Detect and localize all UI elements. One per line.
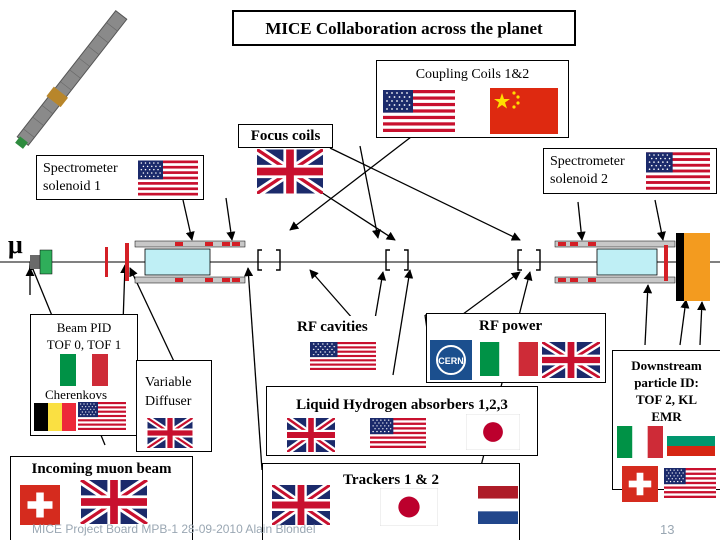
spectrometer-solenoid-2-schematic bbox=[554, 240, 676, 284]
cern-logo-icon: CERN bbox=[430, 340, 472, 380]
usa-flag-icon bbox=[646, 152, 710, 190]
usa-flag-icon bbox=[138, 160, 198, 196]
page-number: 13 bbox=[660, 522, 675, 537]
uk-flag-icon bbox=[542, 342, 600, 378]
usa-flag-icon bbox=[370, 418, 426, 448]
diagram-title-box: MICE Collaboration across the planet bbox=[232, 10, 576, 46]
usa-flag-icon bbox=[78, 402, 126, 430]
variable-diffuser-label: Variable Diffuser bbox=[145, 375, 192, 409]
muon-symbol: μ bbox=[8, 230, 23, 259]
diagram-title: MICE Collaboration across the planet bbox=[265, 19, 543, 38]
japan-flag-icon bbox=[466, 414, 520, 450]
uk-flag-icon bbox=[80, 480, 148, 524]
coupling-coils-label: Coupling Coils 1&2 bbox=[415, 67, 530, 82]
svg-text:CERN: CERN bbox=[438, 356, 464, 366]
downstream-pid-label: Downstream particle ID: TOF 2, KL EMR bbox=[631, 358, 702, 424]
japan-flag-icon bbox=[380, 488, 438, 526]
china-flag-icon bbox=[490, 88, 558, 134]
bulgaria-flag-icon bbox=[667, 426, 715, 456]
uk-flag-icon bbox=[287, 418, 335, 452]
trackers-label: Trackers 1 & 2 bbox=[343, 472, 439, 488]
rf-power-label: RF power bbox=[479, 318, 543, 334]
spectrometer-solenoid-1-schematic bbox=[134, 240, 246, 284]
usa-flag-icon bbox=[310, 342, 376, 370]
belgium-flag-icon bbox=[34, 403, 76, 431]
switzerland-flag-icon bbox=[20, 485, 60, 525]
netherlands-flag-icon bbox=[478, 486, 518, 524]
beam-pid-label: Beam PID TOF 0, TOF 1 bbox=[46, 320, 122, 352]
italy-flag-icon bbox=[480, 342, 538, 376]
lh2-absorbers-label: Liquid Hydrogen absorbers 1,2,3 bbox=[296, 397, 508, 413]
focus-coils-label: Focus coils bbox=[250, 128, 321, 144]
satellite-image bbox=[15, 9, 128, 149]
uk-flag-icon bbox=[272, 485, 330, 525]
usa-flag-icon bbox=[383, 90, 455, 132]
rf-cavities-label: RF cavities bbox=[297, 319, 368, 335]
spectrometer-solenoid-2-label: Spectrometer solenoid 2 bbox=[550, 154, 625, 187]
uk-flag-icon bbox=[257, 149, 323, 194]
italy-flag-icon bbox=[60, 354, 108, 386]
beamline-diagram bbox=[0, 233, 720, 301]
footer-text: MICE Project Board MPB-1 28-09-2010 Alai… bbox=[32, 522, 316, 536]
focus-coils-box: Focus coils bbox=[238, 124, 333, 148]
incoming-muon-beam-label: Incoming muon beam bbox=[31, 461, 172, 477]
spectrometer-solenoid-1-label: Spectrometer solenoid 1 bbox=[43, 161, 118, 194]
italy-flag-icon bbox=[617, 426, 663, 458]
uk-flag-icon bbox=[143, 418, 197, 448]
usa-flag-icon bbox=[664, 468, 716, 498]
switzerland-flag-icon bbox=[622, 466, 658, 502]
cherenkovs-label: Cherenkovs bbox=[45, 387, 108, 402]
